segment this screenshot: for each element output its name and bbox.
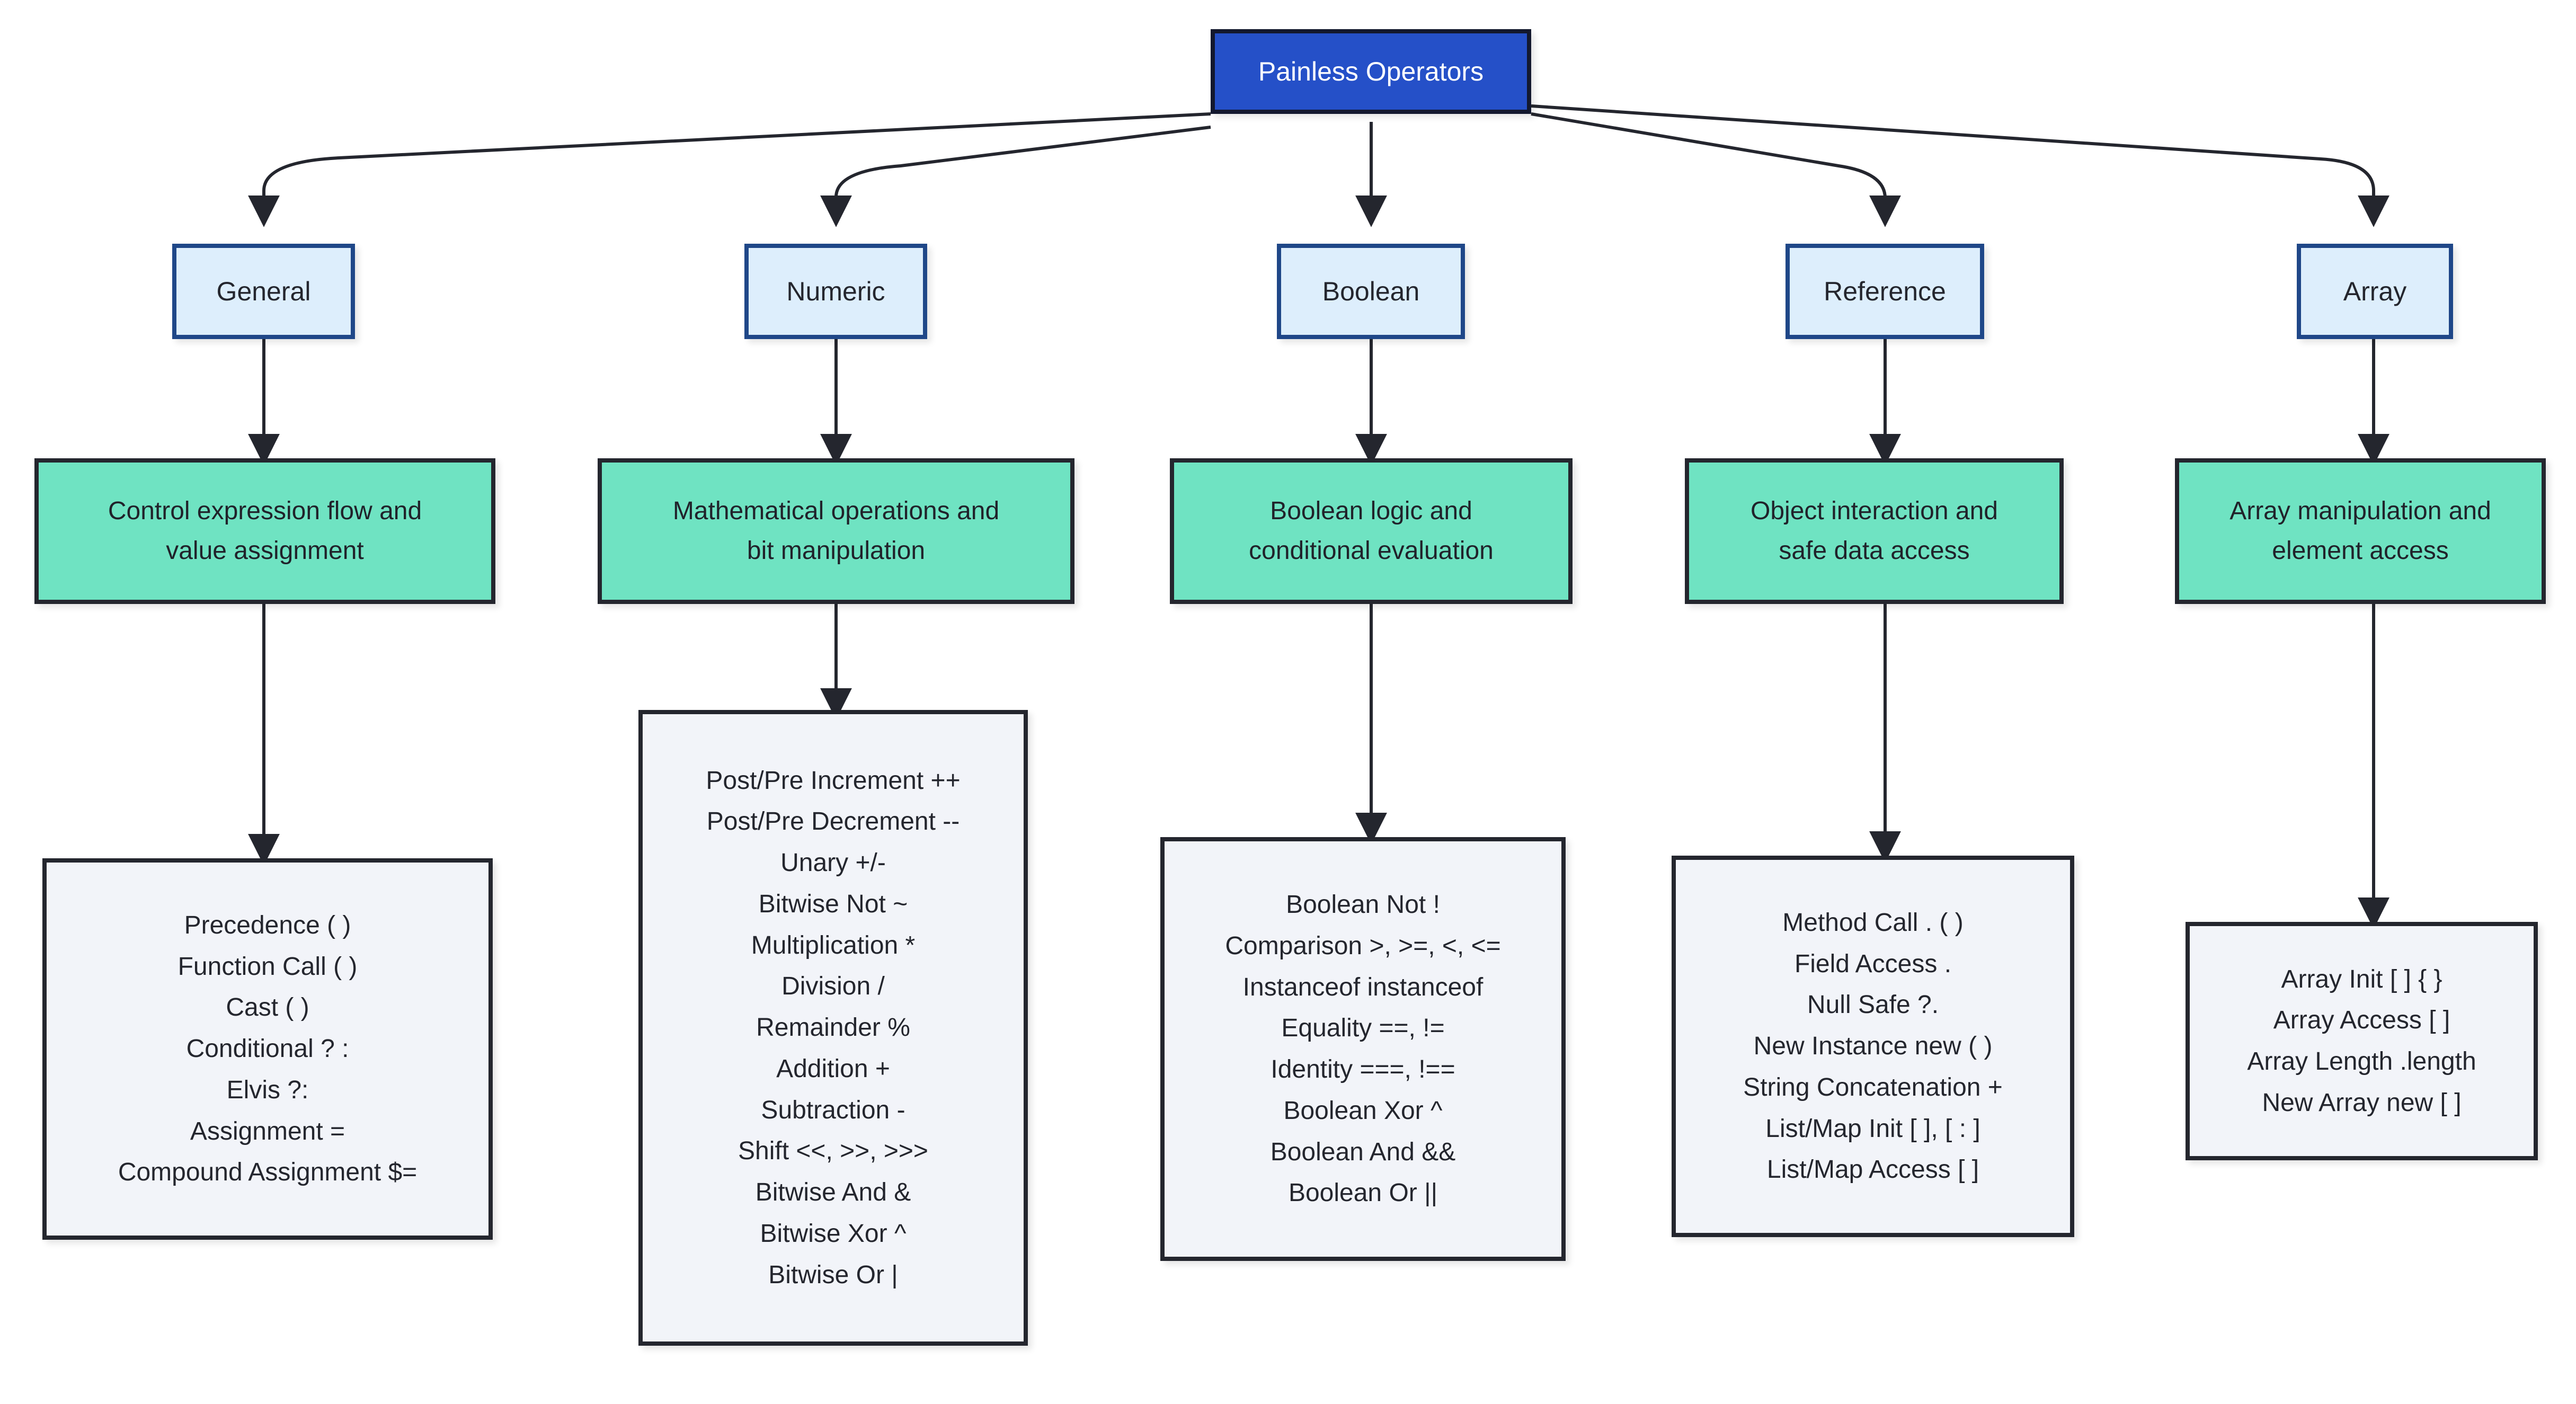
edge-root-numeric [820,126,1211,227]
operator-item: Post/Pre Decrement -- [706,807,960,836]
description-line: bit manipulation [747,536,926,565]
description-line: safe data access [1779,536,1970,565]
edges-category-to-description [248,339,2390,466]
description-node-numeric[interactable]: Mathematical operations and bit manipula… [598,458,1074,604]
operator-item: Array Access [ ] [2273,1006,2450,1035]
description-node-reference[interactable]: Object interaction and safe data access [1685,458,2064,604]
operator-item: Method Call . ( ) [1782,908,1964,937]
operator-item: Boolean Not ! [1286,891,1440,919]
operator-item: Multiplication * [751,931,916,959]
operator-item: Unary +/- [780,849,886,877]
operator-item: Boolean Xor ^ [1283,1096,1443,1125]
operator-item: Identity ===, !== [1271,1055,1455,1083]
root-node[interactable]: Painless Operators [1211,29,1531,114]
operator-item: Cast ( ) [226,993,309,1022]
description-node-array[interactable]: Array manipulation and element access [2175,458,2546,604]
description-node-boolean[interactable]: Boolean logic and conditional evaluation [1170,458,1573,604]
operator-item: Shift <<, >>, >>> [738,1137,928,1166]
description-line: value assignment [166,536,364,565]
description-node-general[interactable]: Control expression flow and value assign… [34,458,495,604]
category-label-boolean: Boolean [1322,277,1420,306]
operator-item: Bitwise Not ~ [758,890,908,918]
operator-item: Compound Assignment $= [118,1158,418,1187]
operator-item: Bitwise Or | [768,1260,898,1289]
category-node-reference[interactable]: Reference [1786,244,1984,339]
category-node-numeric[interactable]: Numeric [744,244,927,339]
category-node-general[interactable]: General [172,244,355,339]
category-node-array[interactable]: Array [2297,244,2453,339]
operator-item: Subtraction - [761,1096,905,1124]
operator-item: Assignment = [190,1117,345,1145]
operator-item: Conditional ? : [186,1035,349,1063]
operator-item: Bitwise And & [755,1178,911,1207]
operator-item: Comparison >, >=, <, <= [1225,931,1501,960]
operator-item: New Instance new ( ) [1753,1032,1993,1061]
operator-list-general[interactable]: Precedence ( ) Function Call ( ) Cast ( … [42,858,493,1240]
category-label-general: General [216,277,311,306]
operator-item: Division / [781,972,885,1001]
edge-root-array [1531,104,2390,227]
edge-root-general [248,112,1211,227]
category-label-reference: Reference [1824,277,1946,306]
operator-item: Function Call ( ) [177,952,358,981]
operator-item: New Array new [ ] [2262,1088,2462,1117]
category-node-boolean[interactable]: Boolean [1277,244,1465,339]
description-line: Boolean logic and [1270,497,1472,526]
operator-item: List/Map Init [ ], [ : ] [1765,1114,1980,1143]
description-line: conditional evaluation [1249,536,1494,565]
operator-item: Field Access . [1794,949,1952,978]
operator-item: Array Init [ ] { } [2281,965,2442,993]
operator-item: Precedence ( ) [184,911,351,939]
description-line: Mathematical operations and [672,497,1000,526]
operator-item: String Concatenation + [1743,1073,2003,1101]
description-line: element access [2272,536,2449,565]
description-line: Object interaction and [1751,497,1998,526]
operator-list-array[interactable]: Array Init [ ] { } Array Access [ ] Arra… [2186,922,2538,1160]
operator-item: Array Length .length [2247,1047,2476,1076]
operator-item: Remainder % [756,1014,910,1042]
operator-list-reference[interactable]: Method Call . ( ) Field Access . Null Sa… [1672,856,2074,1237]
description-line: Array manipulation and [2229,497,2491,526]
operator-item: List/Map Access [ ] [1766,1156,1979,1184]
edges-root-to-categories [248,104,2390,227]
operator-item: Boolean And && [1270,1138,1456,1166]
operator-list-boolean[interactable]: Boolean Not ! Comparison >, >=, <, <= In… [1160,837,1566,1261]
operator-item: Post/Pre Increment ++ [706,766,961,795]
operator-item: Elvis ?: [226,1076,309,1104]
operator-item: Equality ==, != [1281,1014,1445,1043]
operator-item: Null Safe ?. [1807,991,1939,1019]
operator-item: Instanceof instanceof [1242,973,1484,1001]
category-label-array: Array [2343,277,2407,306]
description-line: Control expression flow and [108,497,422,526]
operator-item: Addition + [776,1054,890,1083]
edge-root-reference [1531,112,1901,227]
category-label-numeric: Numeric [786,277,885,306]
operator-list-numeric[interactable]: Post/Pre Increment ++ Post/Pre Decrement… [638,710,1028,1346]
operator-item: Boolean Or || [1288,1179,1438,1207]
root-label: Painless Operators [1258,57,1484,86]
operator-item: Bitwise Xor ^ [760,1219,907,1248]
